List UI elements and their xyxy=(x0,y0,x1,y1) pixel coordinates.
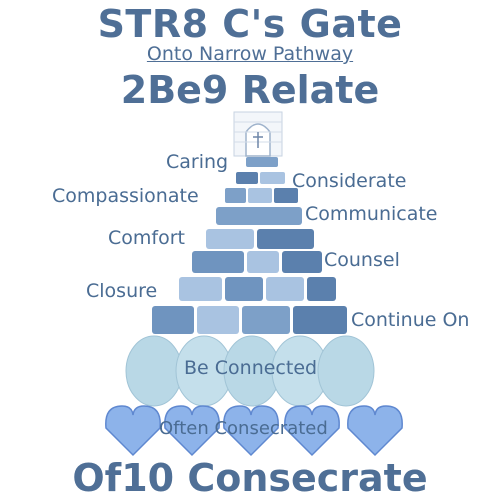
label-counsel: Counsel xyxy=(324,249,400,271)
label-compassionate: Compassionate xyxy=(52,185,199,207)
label-closure: Closure xyxy=(86,280,158,302)
brick-staircase xyxy=(152,157,347,334)
label-comfort: Comfort xyxy=(108,227,185,249)
label-considerate: Considerate xyxy=(292,170,407,192)
label-communicate: Communicate xyxy=(305,203,438,225)
gate-arch-icon xyxy=(233,111,283,157)
label-continue-on: Continue On xyxy=(351,309,470,331)
label-often-consecrated: Often Consecrated xyxy=(159,418,328,439)
label-caring: Caring xyxy=(166,151,229,173)
footer-title: Of10 Consecrate xyxy=(72,456,428,500)
label-be-connected: Be Connected xyxy=(184,357,318,379)
title-line-3: 2Be9 Relate xyxy=(120,68,380,112)
stones-row xyxy=(125,335,375,407)
cross-icon xyxy=(253,132,263,148)
subtitle: Onto Narrow Pathway xyxy=(146,43,354,65)
page-title: STR8 C's Gate xyxy=(97,2,403,46)
heart-gem-icon xyxy=(105,405,403,457)
